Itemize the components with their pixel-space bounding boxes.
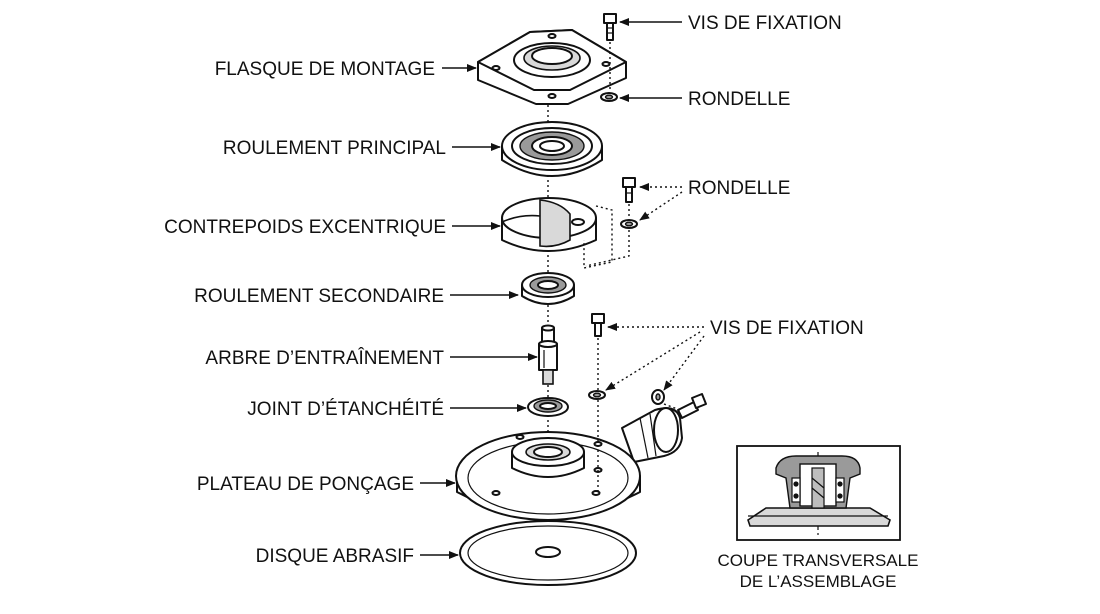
drive-shaft-part — [538, 324, 558, 385]
lower-screw-part — [591, 313, 605, 337]
label-washer-mid: RONDELLE — [688, 178, 790, 199]
main-bearing-part — [501, 121, 603, 177]
side-screw-part — [677, 393, 707, 419]
side-washer-part — [651, 389, 665, 405]
cross-section-inset — [736, 445, 901, 541]
abrasive-disc-part — [459, 520, 637, 586]
lower-washer-part — [588, 390, 606, 400]
label-drive-shaft: ARBRE D’ENTRAÎNEMENT — [205, 347, 444, 369]
label-mounting-flange: FLASQUE DE MONTAGE — [215, 59, 435, 80]
label-fixing-screw-mid: VIS DE FIXATION — [710, 318, 864, 339]
label-fixing-screw-top: VIS DE FIXATION — [688, 13, 842, 34]
mounting-flange-part — [477, 29, 627, 105]
label-main-bearing: ROULEMENT PRINCIPAL — [223, 138, 446, 159]
mid-screw-part — [622, 177, 636, 203]
label-secondary-bearing: ROULEMENT SECONDAIRE — [194, 286, 444, 307]
secondary-bearing-part — [521, 272, 575, 305]
inset-caption-line2: DE L’ASSEMBLAGE — [740, 572, 897, 591]
label-washer-top: RONDELLE — [688, 89, 790, 110]
label-seal: JOINT D’ÉTANCHÉITÉ — [247, 399, 444, 420]
label-abrasive-disc: DISQUE ABRASIF — [256, 546, 414, 567]
inset-caption-line1: COUPE TRANSVERSALE — [718, 551, 919, 570]
sanding-pad-part — [455, 407, 683, 521]
eccentric-counterweight-part — [501, 197, 597, 252]
mid-washer-part — [620, 219, 638, 229]
label-sanding-pad: PLATEAU DE PONÇAGE — [197, 474, 414, 495]
label-eccentric-counterweight: CONTREPOIDS EXCENTRIQUE — [164, 217, 446, 238]
top-screw-part — [603, 13, 617, 41]
seal-part — [527, 397, 569, 417]
top-washer-part — [600, 92, 618, 102]
